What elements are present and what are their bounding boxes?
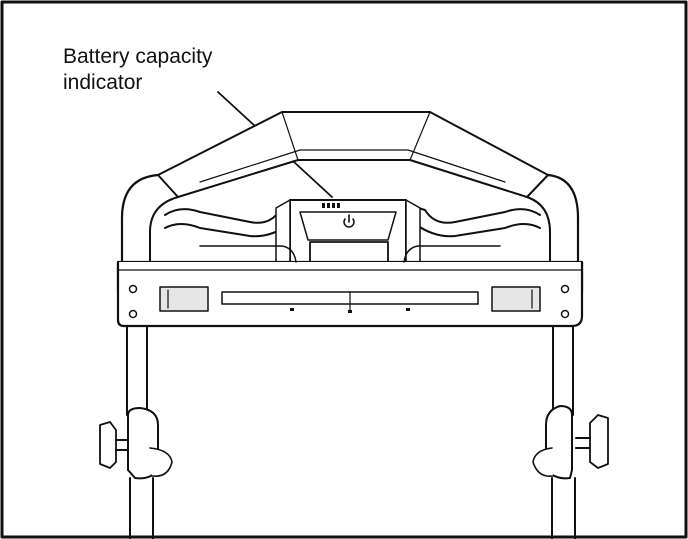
top-grip (157, 111, 549, 198)
power-icon (343, 214, 355, 228)
battery-bar-2 (327, 203, 330, 208)
right-clamp-knob (575, 414, 609, 469)
battery-bar-1 (322, 203, 325, 208)
left-clamp-knob (99, 421, 129, 469)
left-lower-tube (126, 325, 173, 539)
callout-label-line2: indicator (63, 71, 143, 94)
battery-bar-3 (332, 203, 335, 208)
right-lower-tube (532, 325, 576, 539)
battery-capacity-indicator (322, 203, 340, 208)
battery-bar-4 (337, 203, 340, 208)
callout-label: Battery capacity indicator (63, 44, 212, 96)
cross-member (116, 245, 584, 328)
callout-label-line1: Battery capacity (63, 45, 213, 68)
